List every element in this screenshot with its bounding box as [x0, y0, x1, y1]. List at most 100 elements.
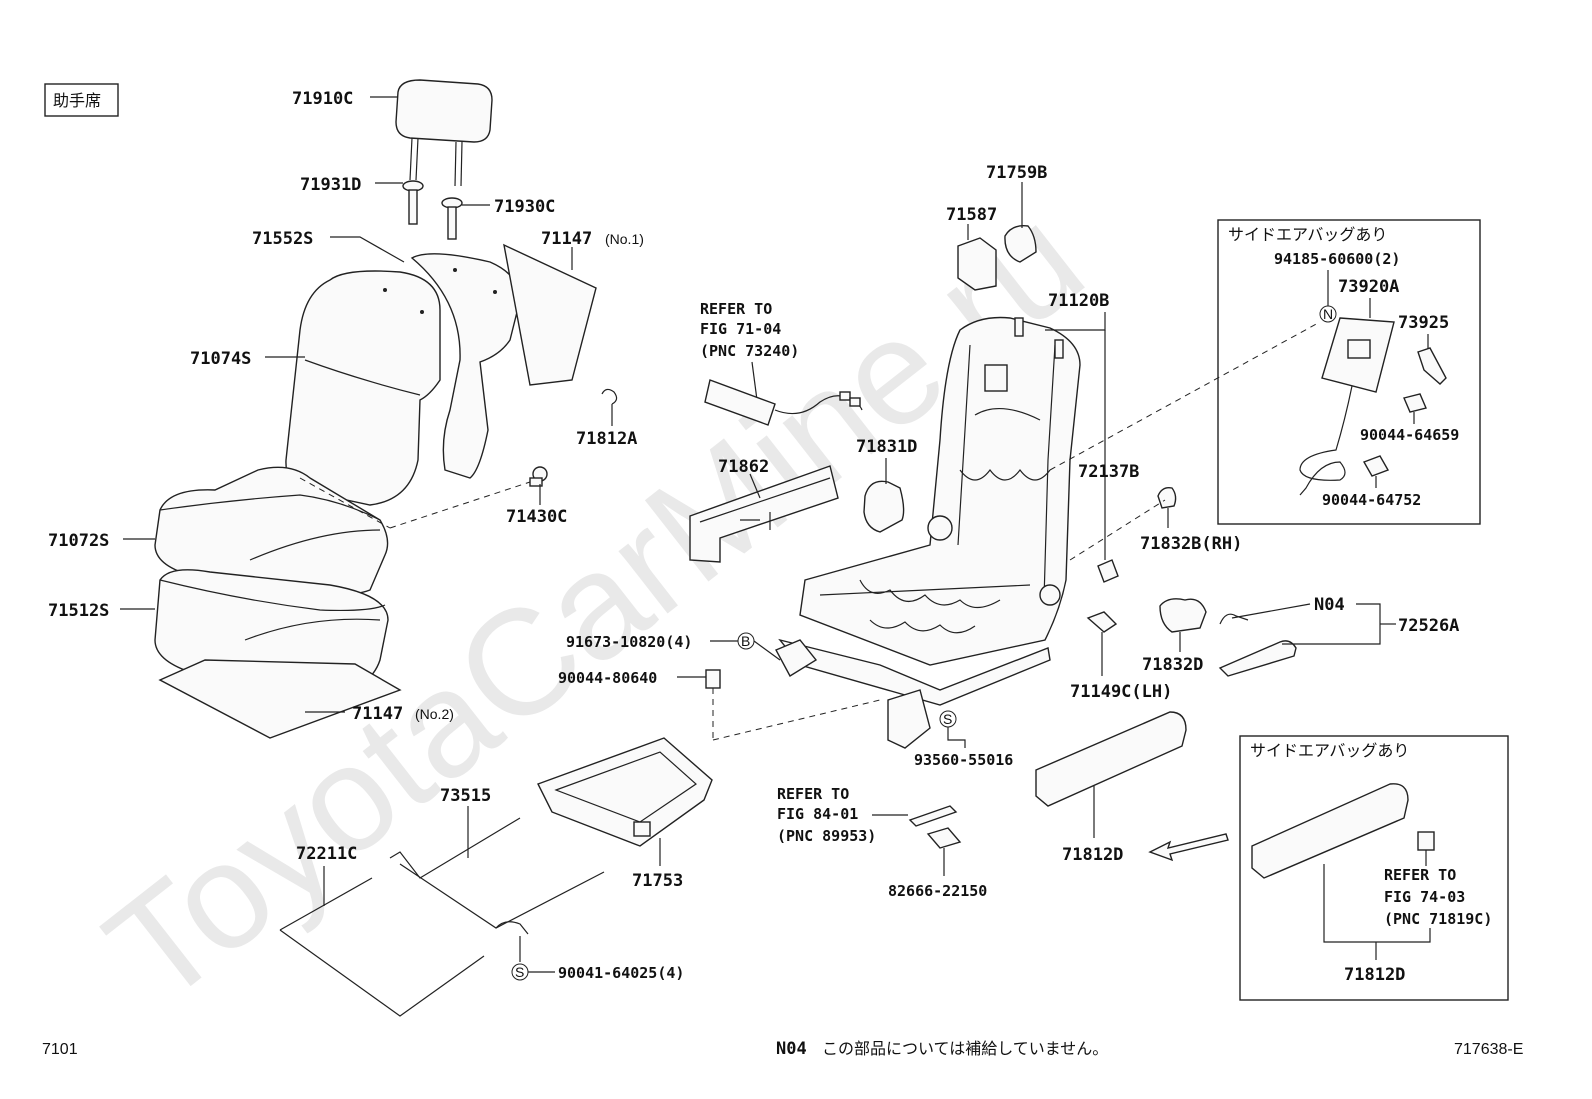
part-N04-illustration	[1219, 613, 1249, 625]
label-71753: 71753	[632, 871, 683, 891]
label-73515: 73515	[440, 786, 491, 806]
seat-label: 助手席	[53, 91, 101, 110]
label-71862: 71862	[718, 457, 769, 477]
label-90044-80640: 90044-80640	[558, 669, 657, 687]
part-71587-illustration	[957, 237, 997, 291]
label-71147-no1-suffix: (No.1)	[605, 231, 644, 247]
label-71430C: 71430C	[506, 507, 567, 527]
wire-73515-illustration	[389, 817, 605, 935]
label-90041: 90041-64025(4)	[558, 964, 684, 982]
label-82666: 82666-22150	[888, 882, 987, 900]
label-71759B: 71759B	[986, 163, 1047, 183]
svg-text:(PNC 89953): (PNC 89953)	[777, 827, 876, 845]
part-71149C-illustration	[1086, 611, 1118, 633]
label-91673: 91673-10820(4)	[566, 633, 692, 651]
cover-71831D-illustration	[863, 480, 905, 533]
label-71931D: 71931D	[300, 175, 361, 195]
label-72211C: 72211C	[296, 844, 357, 864]
label-71832D: 71832D	[1142, 655, 1203, 675]
seatback-pad-illustration	[383, 253, 521, 479]
label-71149C: 71149C(LH)	[1070, 682, 1172, 702]
footer-right: 717638-E	[1454, 1041, 1523, 1058]
label-71072S: 71072S	[48, 531, 109, 551]
marker-s-1-text: S	[943, 711, 952, 727]
svg-text:FIG 74-03: FIG 74-03	[1384, 888, 1465, 906]
label-93560: 93560-55016	[914, 751, 1013, 769]
svg-text:REFER TO: REFER TO	[1384, 866, 1456, 884]
refer-84-01: REFER TO FIG 84-01 (PNC 89953)	[777, 785, 876, 845]
part-82666-illustration	[926, 827, 962, 849]
seatbelt-buckle-illustration	[704, 379, 863, 426]
svg-text:FIG 84-01: FIG 84-01	[777, 805, 858, 823]
seat-label-box	[44, 83, 119, 117]
part-90044-64659-illustration	[1403, 393, 1427, 413]
part-72526A-illustration	[1218, 640, 1297, 677]
label-71812D: 71812D	[1062, 845, 1123, 865]
label-71120B: 71120B	[1048, 291, 1109, 311]
airbag-box-2-title: サイドエアバッグあり	[1250, 741, 1409, 760]
label-71147-no2-suffix: (No.2)	[415, 706, 454, 722]
footer-note-code: N04	[776, 1039, 807, 1059]
label-71831D: 71831D	[856, 437, 917, 457]
airbag-sensor-illustration	[1299, 317, 1395, 496]
label-73920A: 73920A	[1338, 277, 1399, 297]
label-71074S: 71074S	[190, 349, 251, 369]
svg-text:REFER TO: REFER TO	[700, 300, 772, 318]
part-71759B-illustration	[1004, 225, 1037, 263]
side-cover-airbag-illustration	[1251, 783, 1409, 879]
footer-note-text: この部品については補給していません。	[822, 1039, 1108, 1058]
label-71512S: 71512S	[48, 601, 109, 621]
label-73925: 73925	[1398, 313, 1449, 333]
label-72137B: 72137B	[1078, 462, 1139, 482]
label-71552S: 71552S	[252, 229, 313, 249]
label-71147-no2: 71147	[352, 704, 403, 724]
footer-left: 7101	[42, 1041, 78, 1058]
refer-74-03: REFER TO FIG 74-03 (PNC 71819C)	[1384, 866, 1492, 928]
tray-71753-illustration	[537, 737, 713, 847]
part-72137B-illustration	[1097, 559, 1119, 583]
label-N04: N04	[1314, 595, 1345, 615]
svg-text:FIG 71-04: FIG 71-04	[700, 320, 781, 338]
part-71832D-illustration	[1159, 598, 1207, 633]
seat-cushion-cover-illustration	[154, 466, 389, 596]
marker-n-text: N	[1323, 306, 1333, 322]
refer-71-04: REFER TO FIG 71-04 (PNC 73240)	[700, 300, 799, 360]
svg-text:(PNC 73240): (PNC 73240)	[700, 342, 799, 360]
label-90044-64752: 90044-64752	[1322, 491, 1421, 509]
label-71147-no1: 71147	[541, 229, 592, 249]
airbag-box-1-title: サイドエアバッグあり	[1228, 225, 1387, 244]
airbag-box-2	[1239, 735, 1509, 1001]
side-cover-71812D-illustration	[1035, 711, 1187, 807]
arrow-illustration	[1148, 833, 1229, 862]
part-71832B-illustration	[1157, 486, 1177, 509]
part-90044-64752-illustration	[1362, 455, 1390, 477]
headrest-illustration	[395, 79, 493, 187]
clip-90044-80640-illustration	[705, 669, 721, 689]
label-90044-64659: 90044-64659	[1360, 426, 1459, 444]
wire-72211C-illustration	[279, 877, 485, 1017]
headrest-guide-illustration	[402, 180, 463, 240]
label-71910C: 71910C	[292, 89, 353, 109]
label-71812D-box: 71812D	[1344, 965, 1405, 985]
label-71587: 71587	[946, 205, 997, 225]
label-71930C: 71930C	[494, 197, 555, 217]
fastener-71430C-illustration	[529, 466, 548, 487]
marker-b-text: B	[741, 633, 750, 649]
airbag-label-illustration	[1417, 831, 1435, 851]
label-72526A: 72526A	[1398, 616, 1459, 636]
seatback-cover-illustration	[285, 270, 441, 506]
marker-s-2-text: S	[515, 964, 524, 980]
cover-71862-illustration	[689, 465, 839, 563]
label-71812A: 71812A	[576, 429, 637, 449]
svg-text:(PNC 71819C): (PNC 71819C)	[1384, 910, 1492, 928]
svg-text:REFER TO: REFER TO	[777, 785, 849, 803]
seat-frame-illustration	[775, 316, 1081, 749]
part-89953-illustration	[908, 805, 958, 827]
label-94185: 94185-60600(2)	[1274, 250, 1400, 268]
clip-71812A-illustration	[601, 388, 618, 405]
label-71832B: 71832B(RH)	[1140, 534, 1242, 554]
part-73925-illustration	[1417, 347, 1447, 385]
marker-n	[1319, 305, 1337, 323]
